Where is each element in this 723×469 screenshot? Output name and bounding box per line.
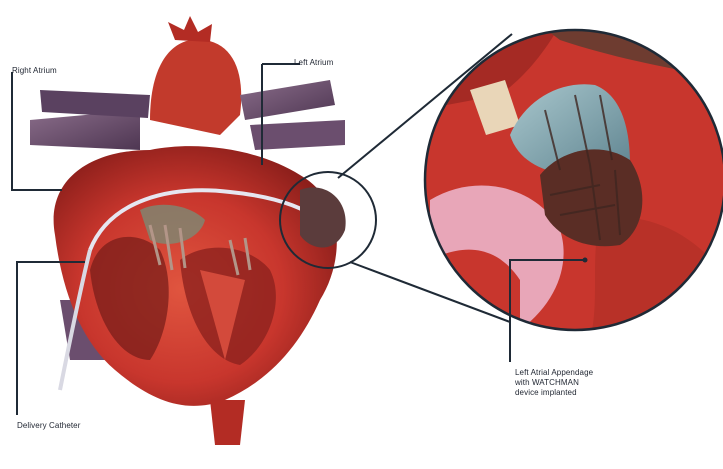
label-left-atrial-appendage: Left Atrial Appendage with WATCHMAN devi…	[515, 368, 593, 398]
label-delivery-catheter: Delivery Catheter	[17, 421, 81, 431]
label-laa-line-2: with WATCHMAN	[515, 378, 593, 388]
label-left-atrium: Left Atrium	[294, 58, 333, 68]
leader-dot	[583, 258, 588, 263]
label-right-atrium: Right Atrium	[12, 66, 57, 76]
heart-body	[54, 146, 346, 445]
aorta	[150, 16, 241, 135]
label-laa-line-1: Left Atrial Appendage	[515, 368, 593, 378]
label-laa-line-3: device implanted	[515, 388, 593, 398]
